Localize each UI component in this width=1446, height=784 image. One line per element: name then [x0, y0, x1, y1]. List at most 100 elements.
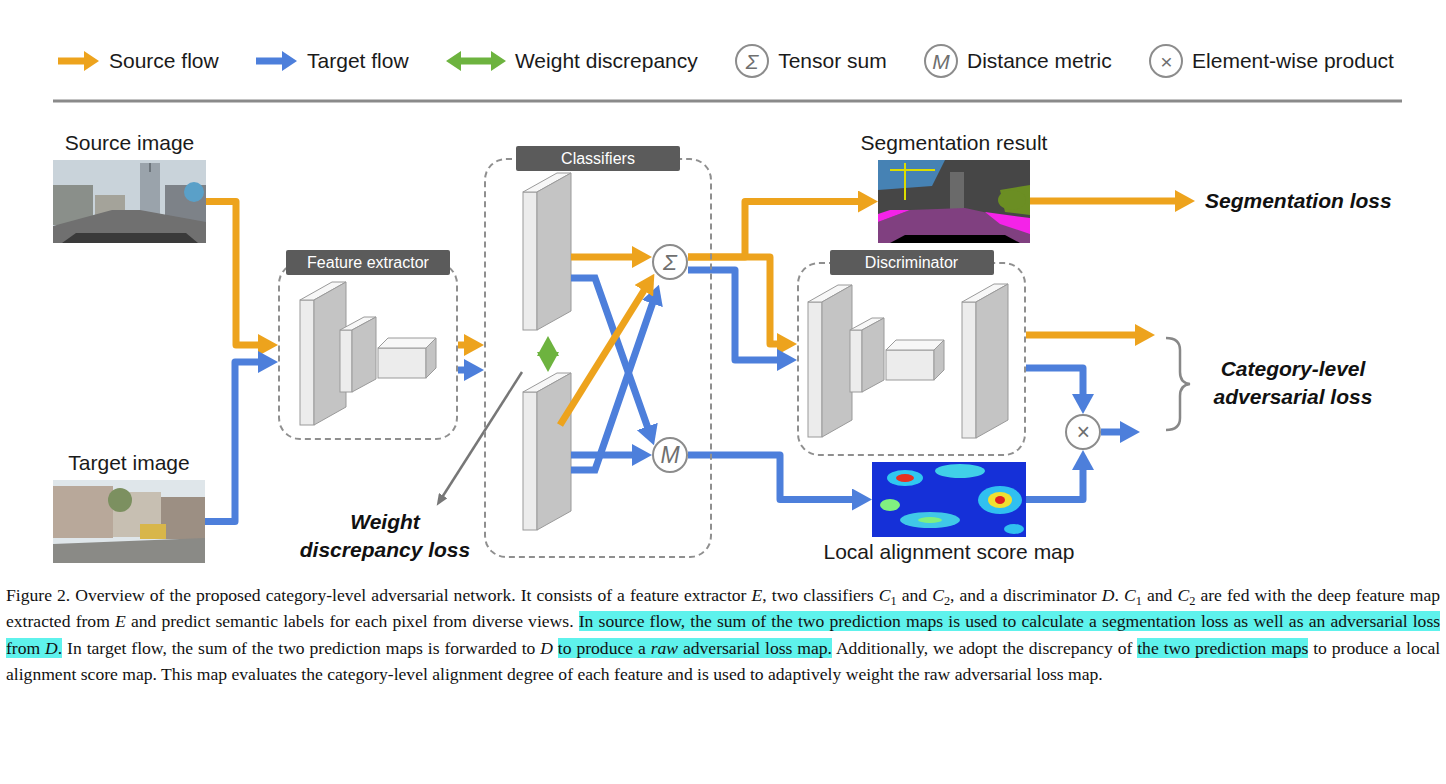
target-photo-part — [108, 488, 132, 512]
loss-label: Weight discrepancy loss — [291, 508, 480, 564]
operator-symbol: × — [1076, 421, 1089, 444]
classifier-plates-part — [523, 192, 537, 330]
legend-text: Weight discrepancy — [515, 48, 698, 74]
alignment-heatmap-part — [880, 499, 900, 511]
brace — [1166, 338, 1190, 430]
math-symbol: E, — [752, 585, 767, 605]
legend-text: Distance metric — [967, 48, 1112, 74]
legend-text: Source flow — [109, 48, 219, 74]
emphasis: raw — [651, 638, 678, 658]
leader-line — [441, 372, 522, 499]
image-title: Source image — [65, 130, 195, 156]
discriminator-layers-part — [822, 285, 852, 437]
math-symbol: C2, — [932, 585, 954, 605]
image-node: Source image — [53, 160, 206, 243]
math-letter: E — [752, 585, 763, 605]
flow-arrow — [688, 270, 785, 360]
symbol-circle: × — [1149, 44, 1183, 78]
discriminator-layers-part — [962, 302, 976, 438]
target-photo-part — [161, 497, 205, 539]
math-letter: D — [45, 638, 58, 658]
target-photo-part — [140, 524, 166, 539]
module-title: Feature extractor — [286, 250, 450, 275]
alignment-heatmap-part — [935, 464, 985, 478]
module-box: Feature extractor — [278, 262, 458, 440]
flow-arrow — [205, 362, 266, 522]
alignment-heatmap-part — [988, 492, 1012, 508]
alignment-heatmap-part — [918, 517, 942, 523]
loss-arrows — [1026, 201, 1183, 432]
classifier-arrows-part — [560, 284, 648, 425]
image-title: Local alignment score map — [824, 539, 1075, 565]
legend-text: Element-wise product — [1192, 48, 1394, 74]
target-photo — [53, 480, 205, 563]
segmentation-map-part — [878, 160, 1030, 243]
operator-circle: Σ — [652, 244, 688, 280]
alignment-heatmap-part — [1004, 524, 1024, 534]
alignment-heatmap-part — [900, 512, 960, 528]
discriminator-layers-part — [886, 350, 934, 380]
classifier-plates-part — [537, 173, 571, 330]
segmentation-map — [878, 160, 1030, 243]
math-index: 1 — [890, 594, 896, 608]
math-letter: E — [115, 611, 126, 631]
legend-arrow — [446, 49, 506, 73]
loss-label: Segmentation loss — [1205, 187, 1392, 215]
math-index: 2 — [944, 594, 950, 608]
flow-arrow — [688, 455, 860, 500]
discriminator-layers-part — [862, 318, 884, 392]
discriminator-layers-part — [976, 284, 1008, 438]
module-title: Classifiers — [516, 146, 680, 171]
legend-item: ΣTensor sum — [735, 44, 887, 78]
image-node: Local alignment score map — [872, 462, 1026, 537]
alignment-heatmap — [872, 462, 1026, 537]
caption-highlight: the two prediction maps — [1137, 638, 1308, 658]
segmentation-map-part — [878, 208, 1030, 243]
segmentation-map-part — [890, 169, 935, 171]
legend-item: Weight discrepancy — [446, 48, 698, 74]
flow-arrow — [688, 202, 866, 258]
symbol-circle: M — [924, 44, 958, 78]
math-symbol: C2 — [1177, 585, 1195, 605]
module-title: Discriminator — [830, 250, 994, 275]
source-photo — [53, 160, 206, 243]
segmentation-map-part — [878, 210, 910, 222]
symbol-text: Σ — [746, 51, 759, 72]
arrow-shape — [58, 51, 99, 71]
extractor-layers-part — [352, 317, 376, 392]
legend-item: × Element-wise product — [1149, 44, 1394, 78]
segmentation-map-part — [878, 160, 945, 190]
legend-item: Source flow — [58, 48, 219, 74]
extractor-layers-part — [378, 348, 426, 378]
segmentation-map-part — [985, 212, 1030, 234]
alignment-heatmap-part — [978, 486, 1022, 514]
loss-arrows-part — [1030, 198, 1183, 205]
symbol-text: × — [1160, 51, 1172, 72]
math-letter: C — [1124, 585, 1136, 605]
math-symbol: E — [115, 611, 126, 631]
target-photo-part — [53, 538, 205, 563]
discriminator-layers — [808, 284, 1008, 438]
flow-arrow — [458, 342, 472, 349]
legend-text: Target flow — [307, 48, 409, 74]
classifier-arrows-part — [571, 452, 640, 459]
image-node: Segmentation result — [878, 160, 1030, 243]
math-symbol: D. — [45, 638, 62, 658]
legend-item: M Distance metric — [924, 44, 1112, 78]
math-letter: D — [1102, 585, 1115, 605]
source-photo-part — [53, 210, 206, 243]
operator-symbol: Σ — [663, 251, 677, 274]
math-symbol: D — [540, 638, 553, 658]
classifier-plates-part — [537, 373, 571, 530]
image-node: Target image — [53, 480, 205, 563]
segmentation-map-part — [998, 190, 1026, 210]
loss-arrows-part — [1101, 429, 1128, 436]
flow-arrow — [206, 202, 266, 346]
source-photo-part — [53, 160, 206, 243]
classifier-plates — [523, 173, 571, 530]
image-title: Segmentation result — [861, 130, 1048, 156]
target-photo-part — [53, 480, 205, 563]
alignment-heatmap-part — [887, 470, 923, 486]
legend-arrow — [256, 49, 298, 73]
